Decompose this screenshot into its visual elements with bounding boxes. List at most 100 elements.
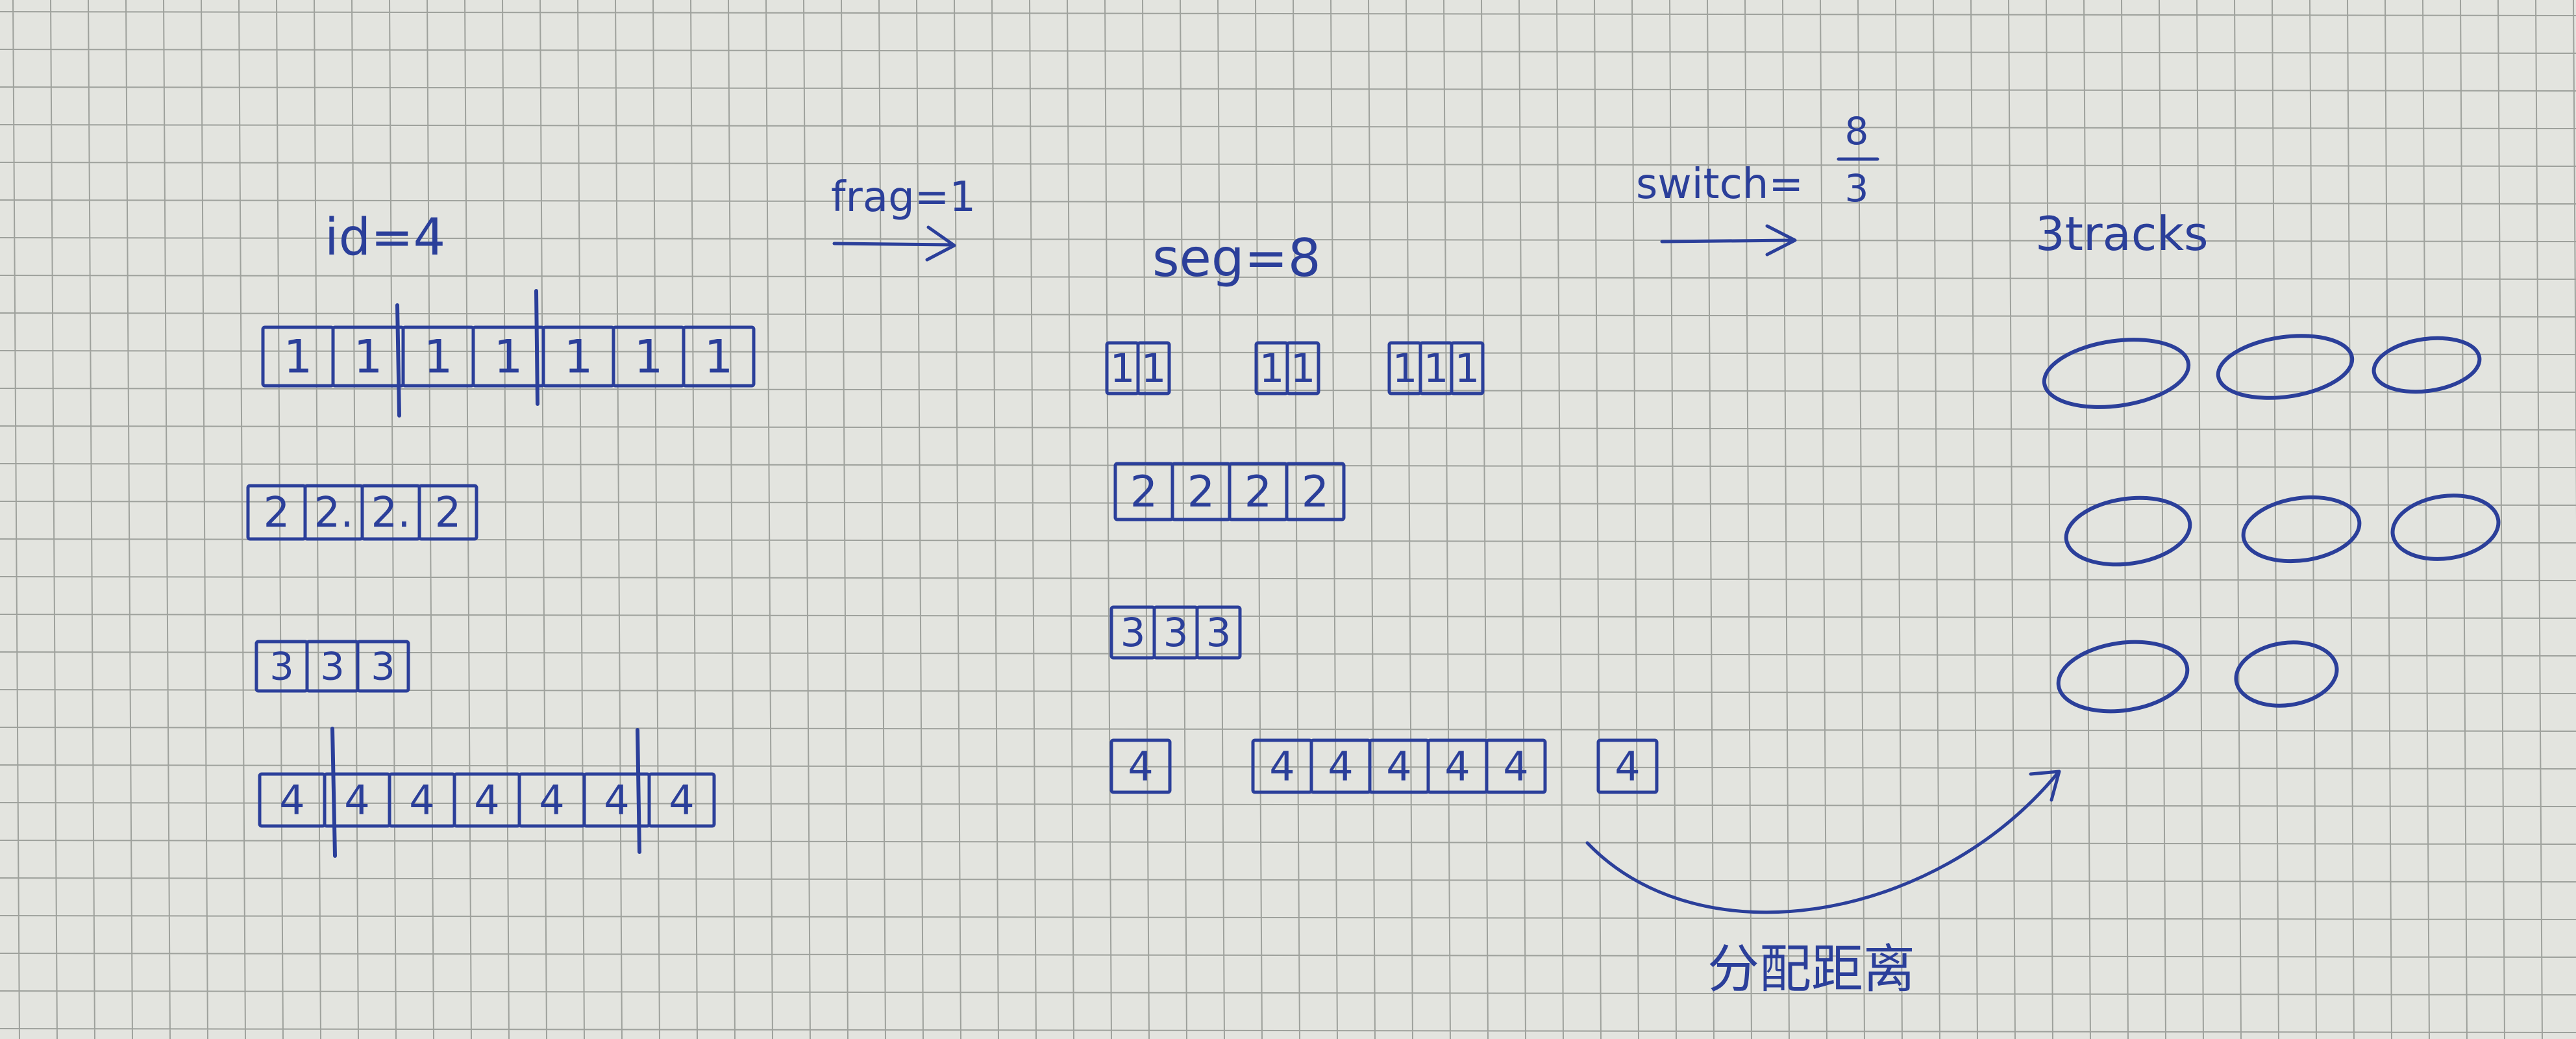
segment-digit: 3 (269, 644, 294, 689)
track-oval-r3-2 (2234, 640, 2339, 708)
left-row4-box: 4 (388, 772, 456, 828)
segment-digit: 4 (409, 777, 434, 824)
tracks-label: 3tracks (2035, 207, 2209, 261)
segment-digit: 1 (284, 330, 313, 383)
divider-row1-b (534, 289, 539, 406)
segment-box (1596, 738, 1659, 794)
mid-row4-box: 4 (1596, 738, 1659, 794)
track-oval-r3-1 (2056, 640, 2190, 714)
left-row4-box: 4 (517, 772, 586, 828)
segment-box (682, 325, 756, 388)
mid-row2-box: 2 (1170, 462, 1232, 521)
segment-digit: 1 (494, 330, 523, 383)
segment-digit: 1 (1141, 345, 1167, 392)
segment-digit: 4 (604, 777, 629, 824)
segment-digit: 4 (1128, 743, 1153, 790)
mid-row2-box: 2 (1285, 462, 1346, 521)
segment-digit: 1 (1259, 345, 1285, 392)
left-row3-box: 3 (356, 640, 410, 693)
segment-digit: 4 (539, 777, 564, 824)
segment-digit: 1 (354, 330, 383, 383)
segment-digit: 4 (1386, 743, 1411, 790)
segment-digit: 1 (424, 330, 453, 383)
segment-box (1485, 738, 1547, 794)
mid-row1-box: 1 (1450, 341, 1485, 395)
divider-row4-a (330, 727, 337, 858)
left-row4-box: 4 (452, 772, 521, 828)
mid-row4-box: 4 (1109, 738, 1172, 794)
segment-digit: 3 (320, 644, 345, 689)
bottom-note: 分配距离 (1707, 939, 1915, 999)
segment-digit: 2 (1302, 466, 1330, 517)
segment-digit: 1 (634, 330, 663, 383)
divider-row1-a (395, 303, 401, 418)
segment-box (1195, 605, 1242, 660)
segment-digit: 3 (1206, 610, 1232, 656)
segment-digit: 2 (1245, 466, 1272, 517)
left-row3-box: 3 (305, 640, 360, 693)
segment-digit: 2. (314, 489, 353, 537)
id-label: id=4 (325, 208, 445, 267)
track-oval-r1-2 (2216, 334, 2355, 400)
segment-box (1285, 462, 1346, 521)
segment-digit: 1 (1110, 345, 1135, 392)
segment-digit: 4 (1269, 743, 1294, 790)
segment-digit: 2 (1187, 466, 1215, 517)
segment-digit: 3 (1163, 610, 1189, 656)
mid-row1-box: 1 (1418, 341, 1454, 395)
curved-arrow (1585, 771, 2060, 914)
segment-box (356, 640, 410, 693)
segment-digit: 1 (1455, 345, 1480, 392)
mid-row4-box: 4 (1485, 738, 1547, 794)
segment-box (647, 772, 716, 828)
segment-digit: 4 (669, 777, 694, 824)
segment-digit: 4 (279, 777, 304, 824)
mid-row1-box: 1 (1136, 341, 1171, 395)
switch-arrow (1660, 224, 1797, 257)
track-oval-r2-1 (2064, 495, 2192, 567)
switch-label: switch= (1636, 160, 1803, 208)
segment-digit: 4 (1615, 743, 1640, 790)
switch-numerator: 8 (1845, 109, 1869, 153)
segment-digit: 3 (371, 644, 395, 689)
segment-digit: 1 (1393, 345, 1418, 392)
segment-digit: 4 (1328, 743, 1353, 790)
segment-digit: 1 (1291, 345, 1316, 392)
track-oval-r1-1 (2042, 338, 2191, 409)
segment-digit: 2 (1130, 466, 1158, 517)
mid-row1-box: 1 (1105, 341, 1140, 395)
left-row4-box: 4 (647, 772, 716, 828)
left-row1-box: 1 (682, 325, 756, 388)
segment-digit: 4 (474, 777, 499, 824)
track-ovals (2042, 334, 2501, 714)
left-row2-box: 2 (417, 484, 478, 541)
segment-box (1136, 341, 1171, 395)
left-row1-box: 1 (541, 325, 615, 388)
left-row2-box: 2 (246, 484, 307, 541)
segment-digit: 1 (704, 330, 734, 383)
mid-row1-box: 1 (1387, 341, 1422, 395)
segment-digit: 4 (344, 777, 369, 824)
track-oval-r1-3 (2372, 336, 2482, 394)
switch-denominator: 3 (1845, 166, 1869, 210)
segment-digit: 1 (564, 330, 593, 383)
segment-digit: 4 (1503, 743, 1528, 790)
mid-row1-box: 1 (1254, 341, 1289, 395)
seg-label: seg=8 (1152, 228, 1321, 288)
segment-digit: 3 (1121, 610, 1146, 656)
segment-digit: 4 (1444, 743, 1470, 790)
curved-arrow-head (2029, 770, 2061, 802)
segment-box (1450, 341, 1485, 395)
frag-label: frag=1 (831, 173, 976, 221)
left-row1-box: 1 (612, 325, 686, 388)
segment-digit: 2 (264, 489, 290, 537)
frag-arrow (832, 225, 956, 262)
mid-row1-box: 1 (1285, 341, 1320, 395)
segment-digit: 2 (435, 489, 462, 537)
left-row2-box: 2. (360, 484, 421, 541)
left-row1-box: 1 (401, 325, 475, 388)
mid-row3-box: 3 (1195, 605, 1242, 660)
